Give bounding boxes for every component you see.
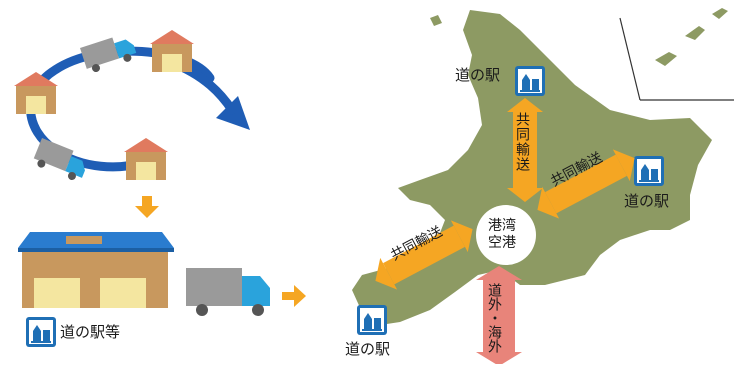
road-station-icon xyxy=(357,305,387,335)
northern-islands xyxy=(655,8,728,66)
joint-transport-arrow-north xyxy=(507,98,543,202)
road-station-icon xyxy=(515,66,545,96)
house-icon xyxy=(14,72,58,114)
down-arrow xyxy=(135,196,159,218)
joint-transport-label-north: 共同輸送 xyxy=(514,112,530,172)
house-icon xyxy=(124,138,168,180)
station-label-south: 道の駅 xyxy=(345,340,391,358)
okushiri-island xyxy=(368,276,377,285)
road-station-icon xyxy=(26,317,56,347)
station-label-north: 道の駅 xyxy=(455,66,501,84)
joint-transport-arrow-west xyxy=(375,220,473,290)
warehouse-icon xyxy=(18,232,174,308)
outside-label: 道外・海外 xyxy=(486,283,502,353)
right-arrow xyxy=(282,285,306,307)
port-airport-hub xyxy=(476,205,536,265)
road-station-icon xyxy=(634,156,664,186)
station-label-east: 道の駅 xyxy=(624,192,670,210)
outside-transport-arrow xyxy=(476,266,522,366)
house-icon xyxy=(150,30,194,72)
inset-divider xyxy=(619,17,641,101)
delivery-truck-icon xyxy=(186,268,270,316)
rishiri-island xyxy=(430,15,442,26)
hub-label: 港湾 空港 xyxy=(488,218,516,251)
truck-icon xyxy=(31,138,91,184)
truck-icon xyxy=(80,31,139,75)
stations-etc-label: 道の駅等 xyxy=(60,323,121,341)
joint-transport-arrow-east xyxy=(537,149,635,219)
